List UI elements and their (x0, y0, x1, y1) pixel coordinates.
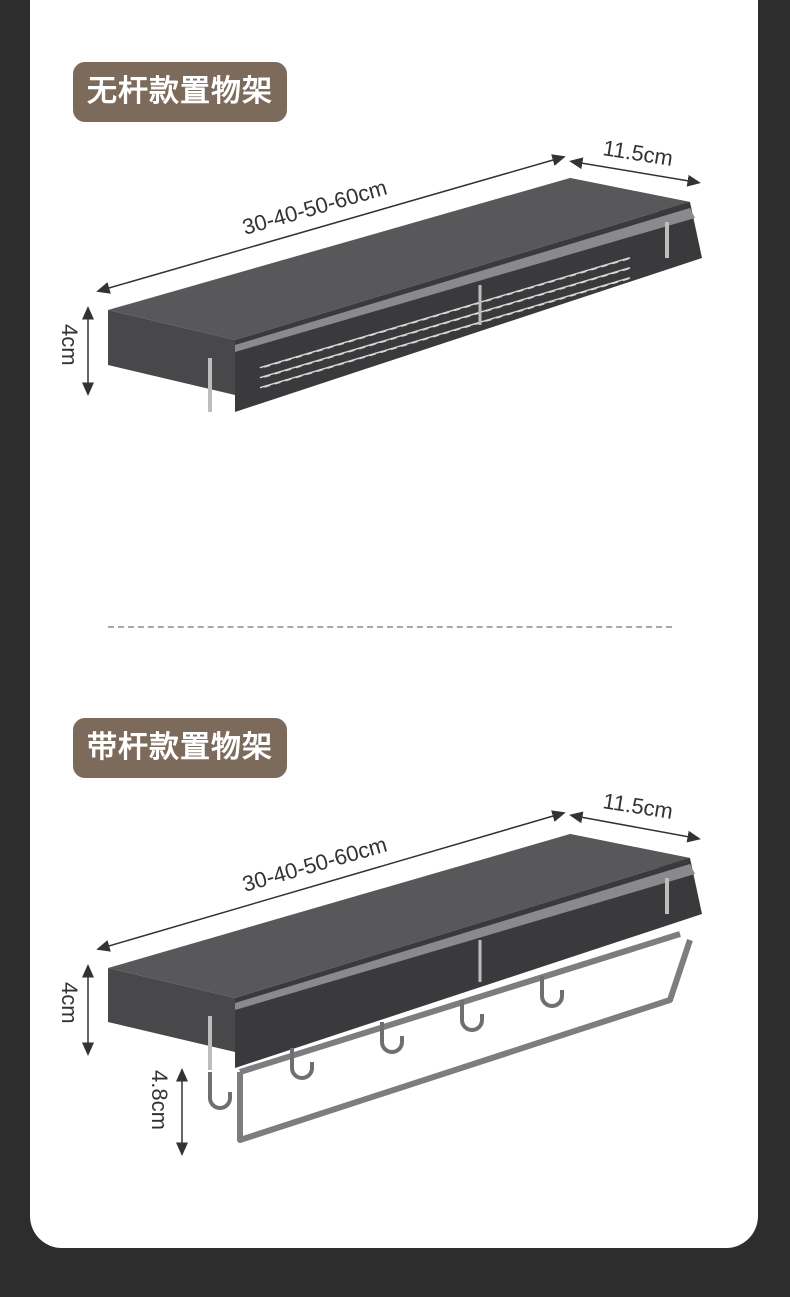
length-dimension-line (96, 154, 566, 294)
product-card: 无杆款置物架 30-40-50-60cm 11.5cm 4cm (30, 0, 758, 1248)
shelf-without-bar-illustration: 30-40-50-60cm 11.5cm 4cm (57, 140, 702, 412)
shelf-body (108, 834, 702, 1070)
length-dimension-line (96, 810, 566, 952)
section-divider (108, 626, 672, 628)
bar-height-dimension-label: 4.8cm (147, 1070, 172, 1130)
height-dimension-label: 4cm (57, 982, 82, 1024)
depth-dimension-label: 11.5cm (601, 790, 675, 824)
length-dimension-label: 30-40-50-60cm (239, 832, 389, 897)
shelf-with-bar-illustration: 30-40-50-60cm 11.5cm 4cm 4.8cm (57, 790, 702, 1156)
section2-title-badge: 带杆款置物架 (73, 718, 287, 778)
depth-dimension-line (569, 811, 701, 843)
section1-title-badge: 无杆款置物架 (73, 62, 287, 122)
hooks (208, 976, 564, 1110)
depth-dimension-label: 11.5cm (601, 140, 675, 171)
depth-dimension-line (569, 157, 701, 187)
shelf-body (108, 178, 702, 412)
height-dimension-label: 4cm (57, 324, 82, 366)
length-dimension-label: 30-40-50-60cm (239, 175, 389, 240)
